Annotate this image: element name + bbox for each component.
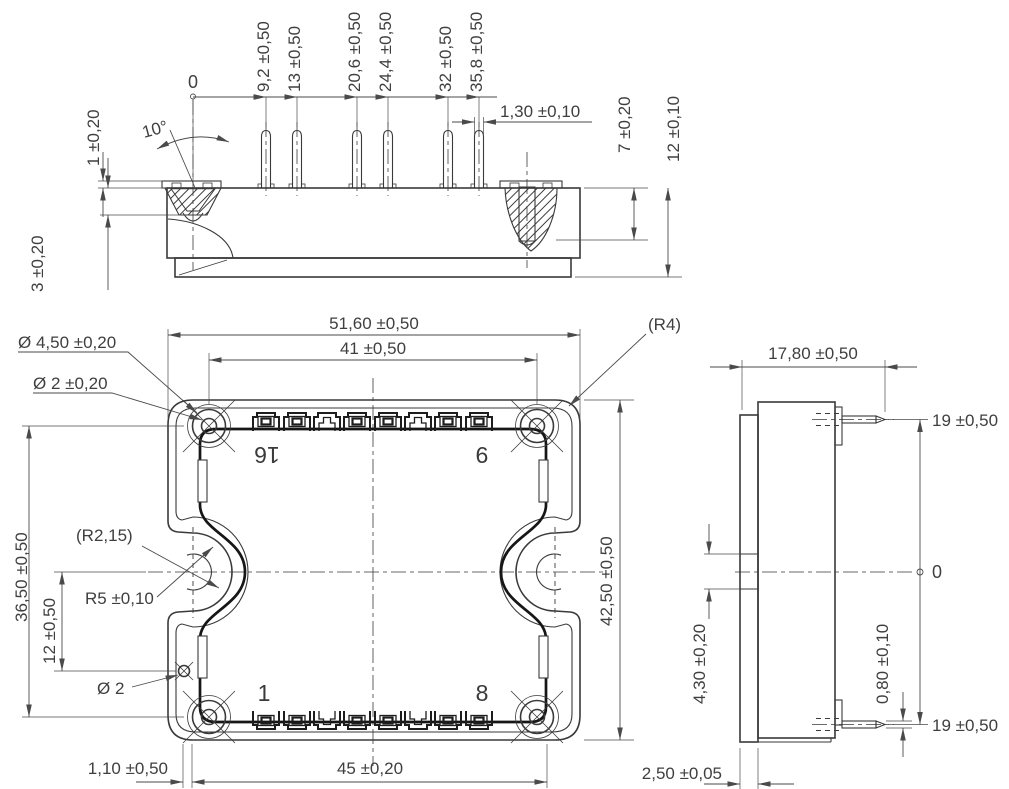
right-bushing-section: [504, 187, 558, 252]
top-view: 0 10° 9,2 ±0,50 13 ±0,50 20,6 ±0,50 24,4…: [28, 12, 683, 292]
lid-tab: [197, 459, 208, 503]
baseplate-side: [739, 414, 759, 743]
case-side: [757, 401, 836, 739]
connector-slot: [433, 709, 463, 731]
boss-dome: [167, 218, 234, 259]
pin: [257, 121, 275, 197]
case-outline: [167, 399, 581, 741]
dim-pin-pos-4: 24,4 ±0,50: [376, 12, 395, 92]
baseplate: [174, 257, 572, 278]
pin-housing-bottom: [834, 699, 843, 726]
lid-outline: [198, 427, 548, 724]
dim-counterbore-depth: 3 ±0,20: [28, 235, 47, 292]
front-view: 51,60 ±0,50 41 ±0,50 Ø 4,50 ±0,20 Ø 2 ±0…: [12, 314, 681, 788]
dim-pin-pos-5: 32 ±0,50: [436, 26, 455, 92]
counterbore-funnel: [170, 188, 216, 212]
dim-small-hole-offset: 12 ±0,50: [40, 598, 59, 664]
dim-depth: 17,80 ±0,50: [768, 344, 858, 363]
dim-pin-row-span: 45 ±0,20: [337, 759, 403, 778]
small-hole: [177, 664, 191, 678]
connector-slot: [464, 709, 494, 731]
dim-hole-pitch-v: 36,50 ±0,50: [12, 532, 31, 622]
connector-slot: [342, 709, 372, 731]
mounting-hole: [182, 690, 236, 744]
dim-baseplate-thickness: 2,50 ±0,05: [642, 764, 722, 783]
dim-pin-length-top: 19 ±0,50: [932, 411, 998, 430]
connector-slot: [282, 709, 312, 731]
pin-number-1: 1: [258, 680, 271, 706]
mounting-hole: [510, 690, 564, 744]
dim-hole-pitch-h: 41 ±0,50: [340, 339, 406, 358]
dim-pin-pos-6: 35,8 ±0,50: [467, 12, 486, 92]
dim-body-height: 12 ±0,10: [664, 96, 683, 162]
pin-number-16: 16: [254, 442, 280, 468]
dim-corner-radius: (R4): [648, 315, 681, 334]
connector-slot-empty: [404, 710, 432, 730]
dim-boss-dia: Ø 4,50 ±0,20: [18, 333, 116, 352]
dim-bushing-depth: 7 ±0,20: [615, 96, 634, 153]
case-inner-wall: [175, 407, 573, 733]
dim-pin-thickness: 0,80 ±0,10: [873, 624, 892, 704]
pin: [348, 121, 366, 197]
connector-slot: [251, 709, 281, 731]
dim-pin-length-bottom: 19 ±0,50: [932, 716, 998, 735]
dim-pin-width: 1,30 ±0,10: [500, 102, 580, 121]
datum-marker: [190, 93, 196, 100]
lid-tab: [197, 635, 208, 679]
pin-housing-top: [834, 406, 843, 446]
dim-overall-width: 51,60 ±0,50: [329, 314, 419, 333]
dim-pin-pos-2: 13 ±0,50: [285, 26, 304, 92]
connector-slot-empty: [313, 710, 341, 730]
lid-tab: [538, 459, 549, 503]
section-break-line: [178, 259, 228, 276]
dim-pin-pos-1: 9,2 ±0,50: [254, 21, 273, 92]
dim-notch-radius: R5 ±0,10: [85, 589, 154, 608]
pin: [439, 121, 457, 197]
dim-datum-side: 0: [932, 562, 942, 582]
connector-slot: [373, 709, 403, 731]
dim-small-hole-dia: Ø 2: [97, 679, 124, 698]
dim-notch-bump-radius: (R2,15): [76, 526, 133, 545]
dim-overall-height: 42,50 ±0,50: [597, 536, 616, 626]
side-view: 17,80 ±0,50 19 ±0,50 0 19 ±0,50 4,30 ±0,…: [642, 344, 998, 789]
dim-pin-pos-3: 20,6 ±0,50: [345, 12, 364, 92]
dim-draft-angle: 10°: [140, 117, 170, 142]
notch-bump-right: [535, 553, 562, 591]
dim-hole-dia: Ø 2 ±0,20: [33, 374, 108, 393]
notch-bump-left: [186, 553, 213, 591]
lid-tab: [538, 635, 549, 679]
dim-datum-zero: 0: [188, 72, 198, 92]
pin: [288, 121, 306, 197]
pin-number-8: 8: [476, 680, 489, 706]
left-bushing-section: [164, 187, 222, 216]
dim-edge-offset: 1,10 ±0,50: [88, 759, 168, 778]
dim-step-height: 1 ±0,20: [84, 109, 103, 166]
dim-bump-width: 4,30 ±0,20: [690, 624, 709, 704]
pin: [470, 121, 488, 197]
pin-number-9: 9: [476, 442, 489, 468]
pin: [379, 121, 397, 197]
